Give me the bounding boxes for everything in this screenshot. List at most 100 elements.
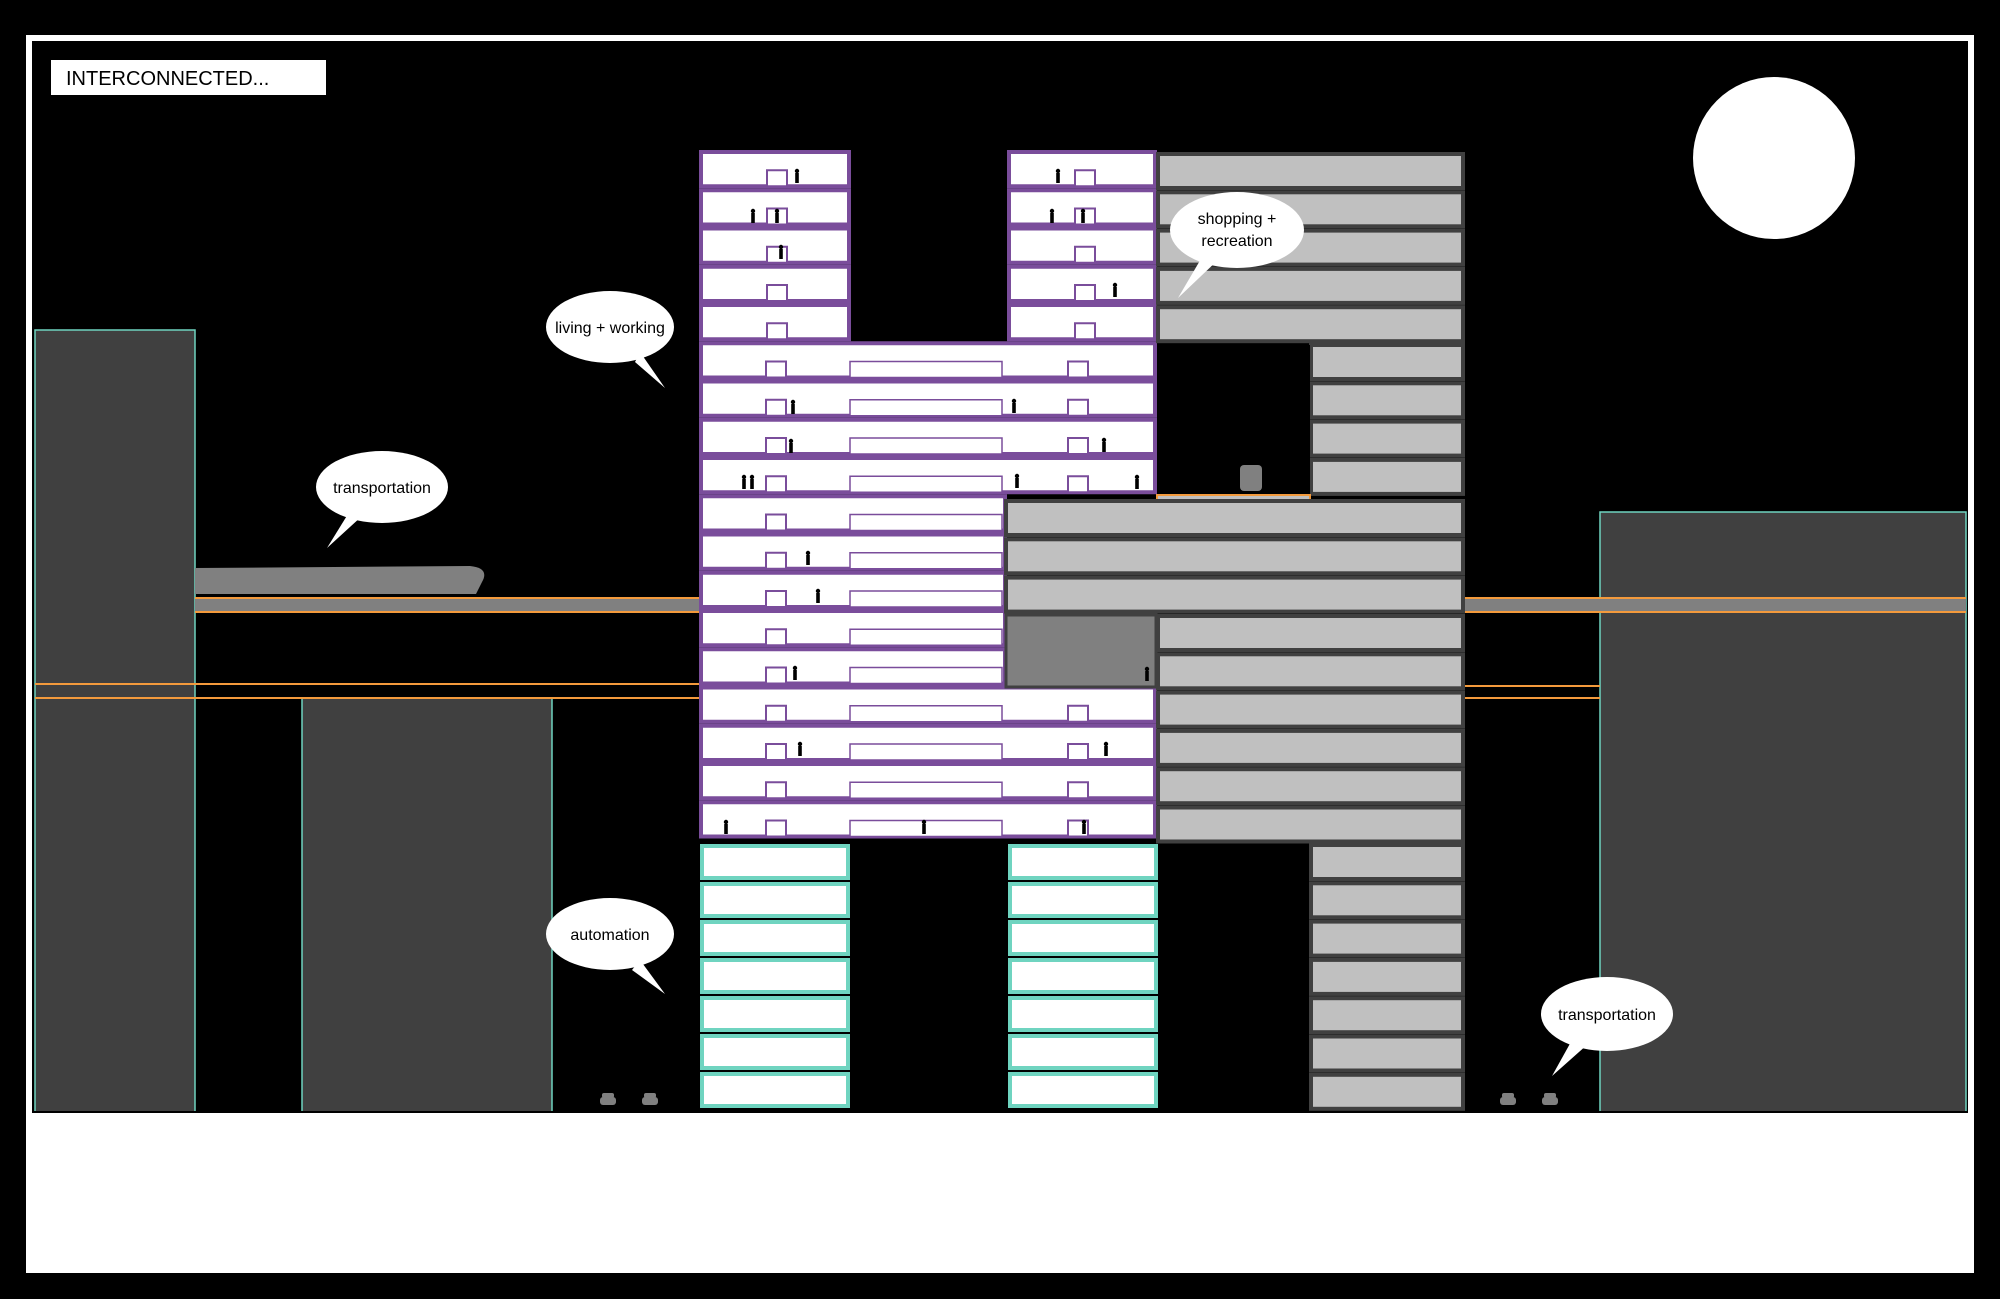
commercial-floor [1309, 843, 1465, 881]
person-head [723, 819, 729, 825]
elevator-core [766, 322, 788, 341]
commercial-floor [1309, 919, 1465, 958]
person-head [921, 819, 927, 825]
person-body [795, 173, 799, 183]
atrium-bar [849, 513, 1003, 532]
elevator-core [765, 513, 787, 532]
atrium-bar [849, 399, 1003, 417]
elevator-core [765, 437, 787, 455]
person-head [1055, 168, 1061, 174]
label-automation: automation [570, 927, 649, 944]
label-transportation-right: transportation [1558, 1007, 1656, 1024]
commercial-floor [1309, 996, 1465, 1035]
person-body [1082, 824, 1086, 834]
atrium-bar [849, 475, 1003, 493]
person-icon [750, 208, 756, 223]
car-icon [1500, 1093, 1516, 1105]
car-icon [600, 1093, 616, 1105]
commercial-floor [1309, 1034, 1465, 1073]
left-tower [34, 329, 196, 1113]
elevator-core [1074, 207, 1096, 226]
car-roof [1544, 1093, 1556, 1098]
person-head [788, 438, 794, 444]
person-icon [921, 819, 927, 834]
person-body [946, 326, 950, 336]
label-living-working: living + working [555, 320, 665, 337]
atrium-bar [849, 705, 1003, 723]
elevator-core [1067, 437, 1089, 455]
person-head [871, 321, 877, 327]
commercial-floor [1156, 652, 1465, 691]
person-head [741, 474, 747, 480]
automation-level [1008, 996, 1158, 1032]
bubble-living-working: living + working [546, 291, 674, 388]
bubble-transportation-left: transportation [316, 451, 448, 548]
frame [26, 35, 1974, 1273]
person-icon [1049, 208, 1055, 223]
bubble-automation: automation [546, 898, 674, 994]
person-head [1134, 474, 1140, 480]
label-shopping: shopping + [1198, 211, 1277, 228]
person-head [1144, 666, 1150, 672]
automation-level [1008, 844, 1158, 880]
commercial-floor [1156, 805, 1465, 844]
elevator-core [765, 666, 787, 685]
person-head [1103, 741, 1109, 747]
person-icon [1080, 208, 1086, 223]
automation-level [1008, 882, 1158, 918]
person-head [1101, 437, 1107, 443]
car-roof [1502, 1093, 1514, 1098]
car-icon [642, 1093, 658, 1105]
elevator-core [1074, 169, 1096, 188]
automation-level [700, 882, 850, 918]
person-head [749, 474, 755, 480]
elevator-core [1074, 322, 1096, 341]
commercial-floor [1309, 881, 1465, 920]
automation-level [1008, 920, 1158, 956]
car-roof [602, 1093, 614, 1098]
person-icon [1055, 168, 1061, 183]
residential-tower-left [699, 150, 851, 342]
atrium-bar [849, 590, 1003, 608]
person-icon [871, 321, 877, 336]
atrium-bar [849, 666, 1003, 685]
bubble-transportation-right: transportation [1541, 977, 1673, 1076]
person-head [1011, 398, 1017, 404]
person-body [1282, 477, 1286, 487]
person-head [1080, 208, 1086, 214]
elevator-core [1067, 475, 1089, 494]
elevator-core [765, 781, 787, 800]
commercial-floor [1309, 1072, 1465, 1111]
person-icon [1014, 473, 1020, 488]
elevator-core [1067, 704, 1089, 723]
elevator-core [765, 398, 787, 417]
transit-lines [35, 566, 1966, 699]
atrium-bar [849, 628, 1003, 646]
person-icon [1112, 282, 1118, 297]
elevator-core [1074, 284, 1096, 302]
person-head [1112, 282, 1118, 288]
elevator-core [765, 819, 787, 838]
cars [600, 1093, 1558, 1105]
commercial-floor [1156, 305, 1465, 344]
person-body [880, 326, 884, 336]
residential-tower-right [1007, 150, 1157, 342]
commercial-floor [1309, 419, 1465, 458]
elevator-core [765, 360, 787, 379]
atrium-bar [849, 819, 1003, 838]
elevator-core [766, 284, 788, 302]
commercial-floor [1156, 767, 1465, 806]
person-body [798, 746, 802, 756]
person-body [1012, 403, 1016, 413]
car-body [600, 1097, 616, 1105]
person-body [1102, 442, 1106, 452]
commercial-atrium [1004, 613, 1158, 689]
person-icon [790, 399, 796, 414]
person-body [724, 824, 728, 834]
person-head [1014, 473, 1020, 479]
commercial-floor [1004, 499, 1465, 537]
person-body [1135, 479, 1139, 489]
person-icon [815, 588, 821, 603]
